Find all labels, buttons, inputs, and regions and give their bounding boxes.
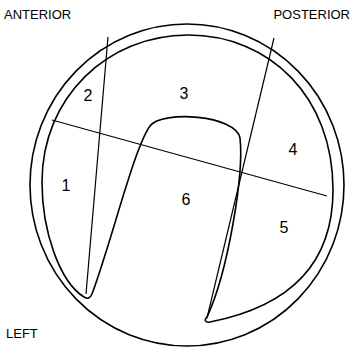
region-number: 1 <box>62 178 71 194</box>
region-number: 2 <box>84 88 93 104</box>
region-number: 3 <box>180 86 189 102</box>
inner-outline <box>42 35 333 322</box>
region-number: 6 <box>182 192 191 208</box>
orientation-label: ANTERIOR <box>4 8 71 21</box>
outer-ring <box>30 24 344 346</box>
orientation-label: LEFT <box>6 327 38 340</box>
region-number: 4 <box>289 142 298 158</box>
orientation-label: POSTERIOR <box>273 8 350 21</box>
region-number: 5 <box>280 220 289 236</box>
divider-line <box>86 37 108 294</box>
divider-line <box>52 120 327 196</box>
